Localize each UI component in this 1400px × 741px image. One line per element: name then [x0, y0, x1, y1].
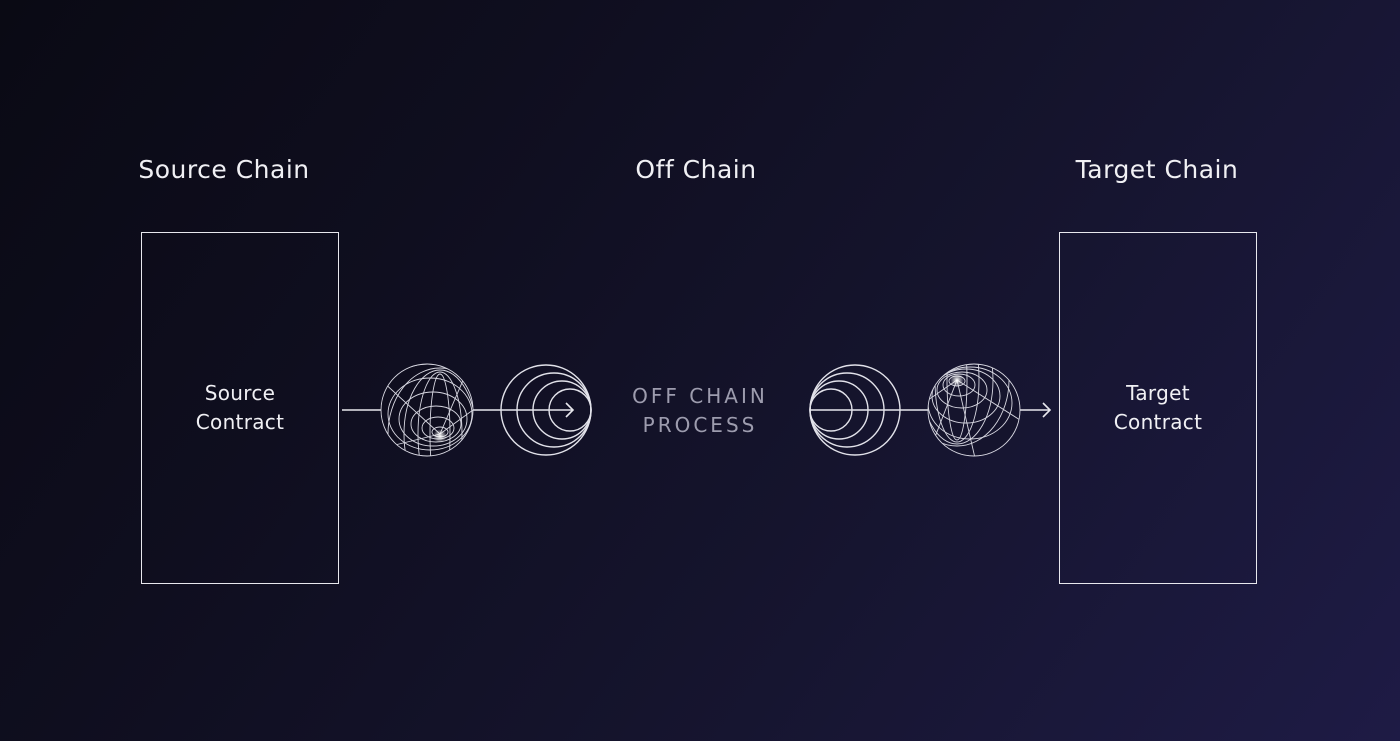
- wireframe-globe-icon: [927, 363, 1021, 457]
- concentric-rings-icon: [500, 364, 592, 456]
- target-contract-box: Target Contract: [1059, 232, 1257, 584]
- source-contract-box: Source Contract: [141, 232, 339, 584]
- source-chain-heading: Source Chain: [138, 155, 310, 184]
- concentric-rings-icon: [809, 364, 901, 456]
- wireframe-globe-icon: [380, 363, 474, 457]
- target-contract-label: Target Contract: [1113, 381, 1203, 434]
- source-contract-label: Source Contract: [195, 381, 285, 434]
- target-chain-heading: Target Chain: [1075, 155, 1239, 184]
- off-chain-heading: Off Chain: [635, 155, 757, 184]
- off-chain-process-label: OFF CHAIN PROCESS: [632, 384, 768, 437]
- arrow-right-icon: [565, 402, 575, 418]
- arrow-right-icon: [1042, 402, 1052, 418]
